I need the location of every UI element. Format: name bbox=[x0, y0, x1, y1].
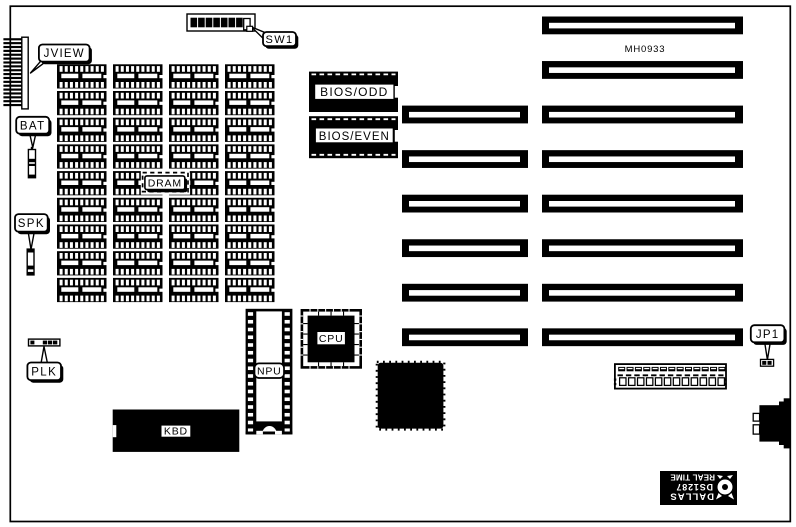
svg-text:PLK: PLK bbox=[31, 366, 57, 378]
svg-text:SW1: SW1 bbox=[265, 34, 293, 46]
svg-text:REAL TIME: REAL TIME bbox=[670, 473, 715, 482]
svg-text:DRAM: DRAM bbox=[148, 178, 182, 190]
svg-text:BAT: BAT bbox=[20, 120, 46, 132]
svg-text:DS1287: DS1287 bbox=[676, 482, 713, 492]
svg-text:JVIEW: JVIEW bbox=[44, 48, 85, 60]
svg-text:CPU: CPU bbox=[319, 333, 344, 345]
svg-text:JP1: JP1 bbox=[756, 329, 779, 341]
svg-text:BIOS/ODD: BIOS/ODD bbox=[320, 85, 388, 99]
svg-text:BIOS/EVEN: BIOS/EVEN bbox=[319, 131, 390, 143]
svg-text:SPK: SPK bbox=[18, 218, 45, 230]
svg-text:DALLAS: DALLAS bbox=[669, 491, 714, 502]
svg-text:KBD: KBD bbox=[164, 426, 188, 438]
svg-text:NPU: NPU bbox=[257, 365, 282, 377]
svg-text:MH0933: MH0933 bbox=[625, 44, 666, 55]
